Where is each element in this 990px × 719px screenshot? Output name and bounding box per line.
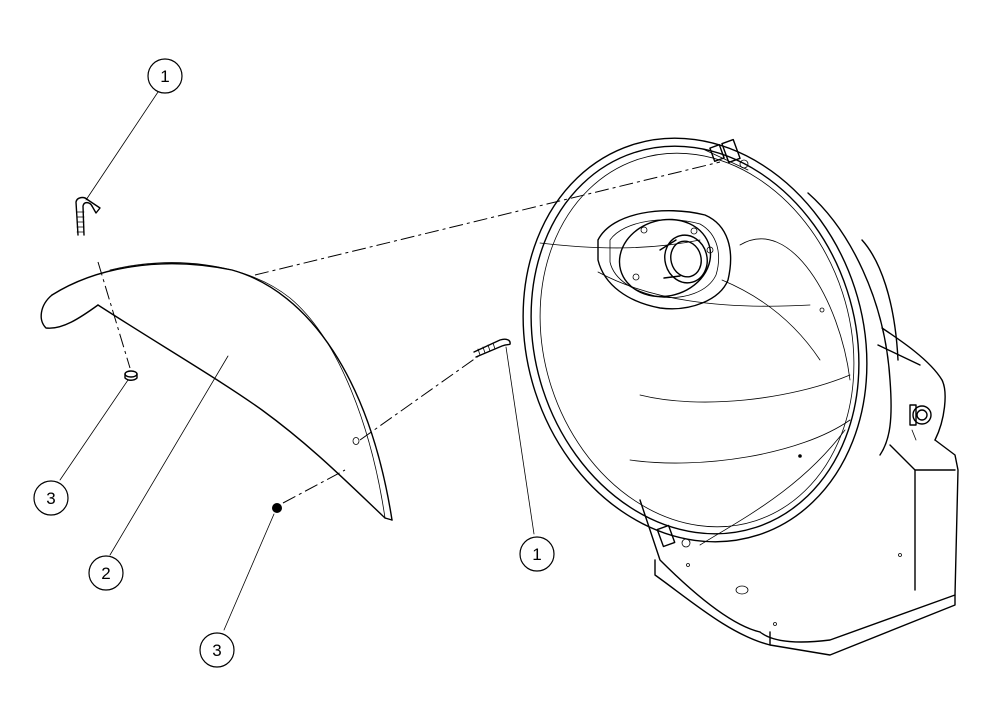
callout-3-bottom: 3 [199,632,235,668]
top-clamp [704,138,749,171]
leader-callout-2 [109,355,229,556]
callout-2: 2 [88,555,124,591]
nut-bottom [272,503,282,513]
pin-top [75,196,101,236]
callout-label: 3 [212,641,221,660]
assembly-lines [97,161,721,504]
mounting-bracket [639,327,959,656]
callout-label: 1 [532,545,541,564]
pin-right [473,338,511,358]
shield-visor [40,262,393,521]
assembly-line-right-pin [359,354,481,441]
assembly-line-bottom-nut [282,469,346,504]
assembly-line-top [254,161,721,276]
callout-label: 1 [160,67,169,86]
leader-callout-1-top [85,91,159,201]
leader-lines [59,91,535,631]
shield-hole [352,437,360,445]
bottom-clamp [656,524,691,548]
callout-label: 3 [46,489,55,508]
leader-callout-1-right [505,346,535,535]
nut-left [124,370,138,381]
callout-1-top: 1 [147,58,183,94]
lamp-socket [597,210,732,310]
leader-callout-3-bottom [223,513,275,631]
callout-3-left: 3 [33,480,69,516]
callout-1-right: 1 [519,536,555,572]
leader-callout-3-left [59,379,129,481]
luminaire-housing [522,137,959,656]
callout-label: 2 [101,564,110,583]
